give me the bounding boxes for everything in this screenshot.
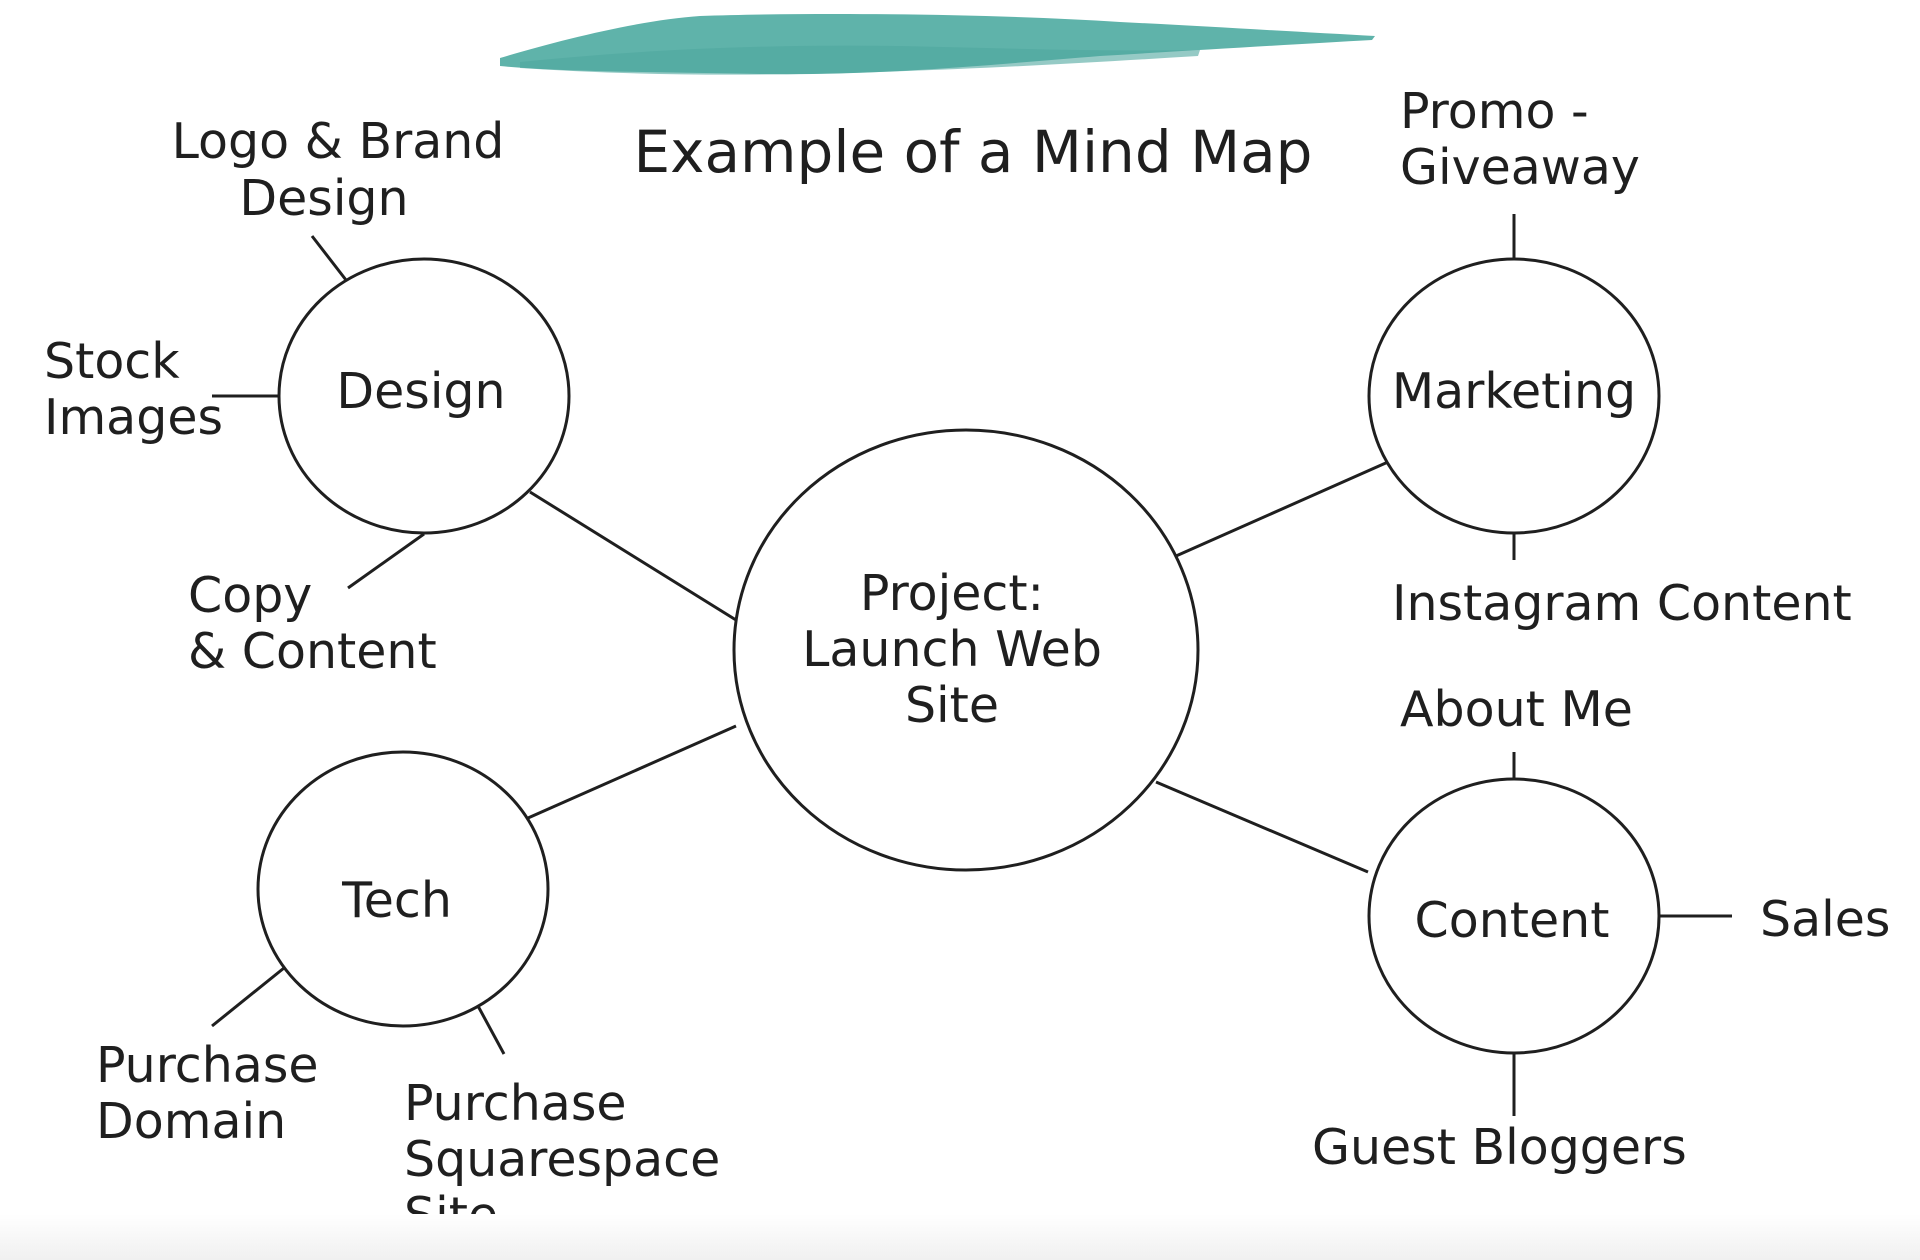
connector-lines [211, 214, 1732, 1116]
branch-node-design [277, 257, 571, 535]
center-node [732, 428, 1200, 872]
leaf-guest-bloggers: Guest Bloggers [1312, 1119, 1687, 1176]
connector-tech-domain [211, 966, 285, 1028]
branch-label-marketing: Marketing [1392, 363, 1636, 420]
leaf-instagram-content: Instagram Content [1392, 575, 1852, 632]
branch-label-content: Content [1415, 892, 1610, 949]
leaf-promo-giveaway-line-2: Giveaway [1400, 139, 1640, 196]
leaf-purchase-domain-line-1: Purchase [96, 1037, 319, 1094]
leaf-promo-giveaway-line-1: Promo - [1400, 83, 1589, 140]
leaf-logo-brand-line-2: Design [239, 170, 408, 227]
page-title: Example of a Mind Map [634, 118, 1313, 186]
brush-stroke-decoration [500, 14, 1375, 75]
connector-design-logo [310, 235, 348, 281]
leaf-logo-brand-line-1: Logo & Brand [172, 113, 505, 170]
branch-label-design: Design [336, 363, 505, 420]
leaf-sales: Sales [1760, 891, 1890, 948]
connector-tech-squarespace [476, 1005, 506, 1055]
leaf-purchase-squarespace-line-2: Squarespace [404, 1131, 720, 1188]
leaf-purchase-squarespace-line-1: Purchase [404, 1075, 627, 1132]
connector-center-tech [527, 724, 737, 820]
connector-center-design [529, 490, 737, 622]
center-line-1: Project: [860, 565, 1044, 622]
center-line-2: Launch Web [802, 621, 1102, 678]
leaf-copy-content-line-2: & Content [188, 623, 437, 680]
connector-center-marketing [1175, 460, 1389, 558]
connector-center-content [1155, 780, 1369, 874]
leaf-stock-images-line-2: Images [44, 389, 223, 446]
leaf-copy-content-line-1: Copy [188, 567, 312, 624]
center-line-3: Site [905, 677, 999, 734]
leaf-stock-images-line-1: Stock [44, 333, 180, 390]
nodes [256, 257, 1661, 1055]
leaf-purchase-domain-line-2: Domain [96, 1093, 286, 1150]
connector-design-copy [347, 532, 425, 590]
bottom-edge-bar [0, 1214, 1920, 1260]
branch-node-marketing [1367, 257, 1661, 535]
branch-node-tech [256, 750, 550, 1028]
branch-node-content [1367, 777, 1661, 1055]
branch-label-tech: Tech [341, 872, 452, 929]
leaf-about-me: About Me [1400, 681, 1633, 738]
